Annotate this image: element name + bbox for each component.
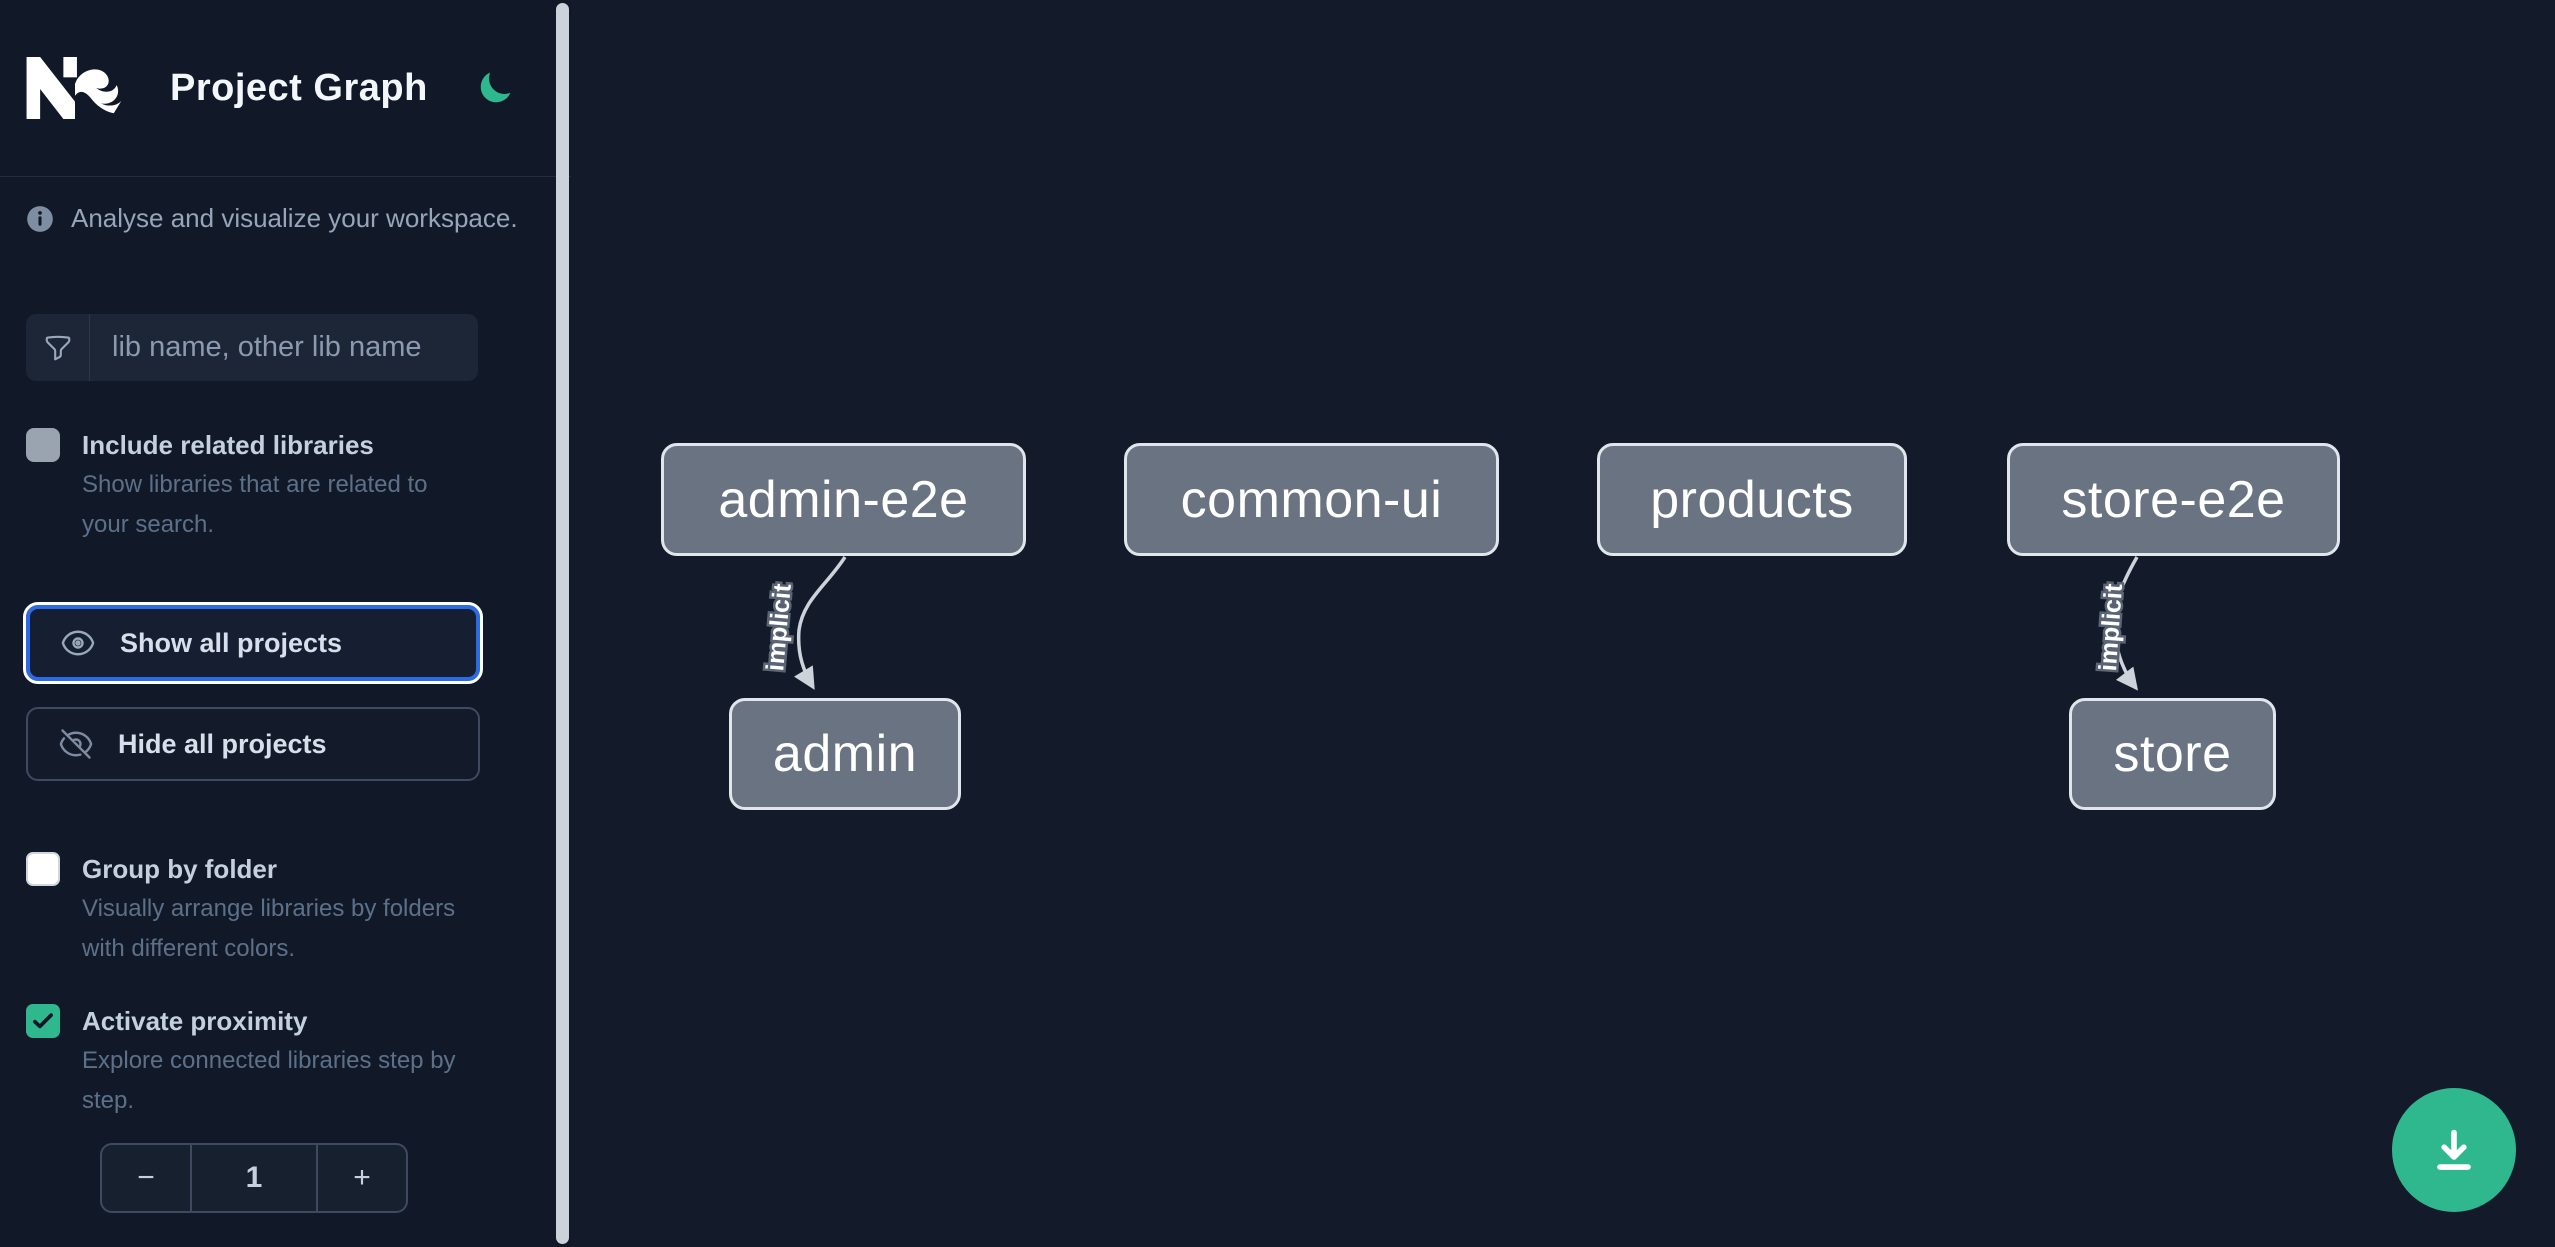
sidebar-scrollbar-thumb[interactable]	[556, 3, 569, 1244]
proximity-value[interactable]: 1	[245, 1161, 263, 1194]
moon-icon	[480, 72, 511, 103]
group-by-folder-option: Group by folder Visually arrange librari…	[26, 849, 545, 969]
graph-node-admin[interactable]: admin	[729, 698, 961, 810]
group-by-folder-checkbox[interactable]	[26, 852, 60, 886]
graph-node-common-ui[interactable]: common-ui	[1124, 443, 1499, 556]
proximity-decrement-button[interactable]: −	[102, 1145, 192, 1211]
download-image-button[interactable]	[2392, 1088, 2516, 1212]
edge-admin-e2e-to-admin[interactable]	[794, 556, 847, 690]
download-icon	[2437, 1129, 2471, 1170]
graph-canvas[interactable]: implicit implicit admin-e2e common-ui pr…	[571, 0, 2555, 1247]
activate-proximity-description: Explore connected libraries step by step…	[82, 1047, 456, 1114]
edge-label-implicit-admin: implicit	[761, 582, 797, 672]
include-related-checkbox[interactable]	[26, 428, 60, 462]
graph-node-store[interactable]: store	[2069, 698, 2276, 810]
show-all-projects-label: Show all projects	[120, 627, 343, 658]
info-icon	[27, 205, 53, 232]
page-title: Project Graph	[170, 66, 428, 109]
funnel-icon	[45, 335, 70, 360]
include-related-label[interactable]: Include related libraries	[82, 430, 374, 460]
eye-slash-icon	[58, 726, 94, 762]
activate-proximity-option: Activate proximity Explore connected lib…	[26, 1001, 545, 1121]
activate-proximity-label[interactable]: Activate proximity	[82, 1006, 308, 1036]
graph-node-store-e2e[interactable]: store-e2e	[2007, 443, 2340, 556]
theme-toggle-button[interactable]	[475, 68, 515, 108]
show-all-projects-button[interactable]: Show all projects	[23, 602, 483, 684]
sidebar-header: Project Graph	[0, 0, 571, 177]
graph-node-admin-e2e[interactable]: admin-e2e	[661, 443, 1026, 556]
hide-all-projects-button[interactable]: Hide all projects	[26, 707, 480, 781]
include-related-description: Show libraries that are related to your …	[82, 471, 428, 538]
tagline-row: Analyse and visualize your workspace.	[26, 203, 545, 234]
checkmark-icon	[33, 1013, 53, 1029]
proximity-stepper: − 1 +	[100, 1143, 408, 1213]
tagline-text: Analyse and visualize your workspace.	[71, 203, 518, 233]
graph-edges: implicit implicit	[759, 556, 2139, 691]
activate-proximity-checkbox[interactable]	[26, 1004, 60, 1038]
sidebar: Project Graph Analyse and visualize your…	[0, 0, 571, 1247]
filter-icon-cell	[26, 314, 90, 381]
search-box	[26, 314, 478, 381]
edge-store-e2e-to-store[interactable]	[2112, 556, 2139, 691]
eye-icon	[60, 625, 96, 661]
include-related-option: Include related libraries Show libraries…	[26, 425, 545, 545]
group-by-folder-description: Visually arrange libraries by folders wi…	[82, 895, 456, 962]
search-input[interactable]	[90, 314, 478, 381]
graph-node-products[interactable]: products	[1597, 443, 1907, 556]
edge-label-implicit-store: implicit	[2094, 582, 2128, 672]
group-by-folder-label[interactable]: Group by folder	[82, 854, 277, 884]
nx-logo	[26, 57, 122, 119]
proximity-increment-button[interactable]: +	[316, 1145, 406, 1211]
hide-all-projects-label: Hide all projects	[118, 728, 327, 759]
